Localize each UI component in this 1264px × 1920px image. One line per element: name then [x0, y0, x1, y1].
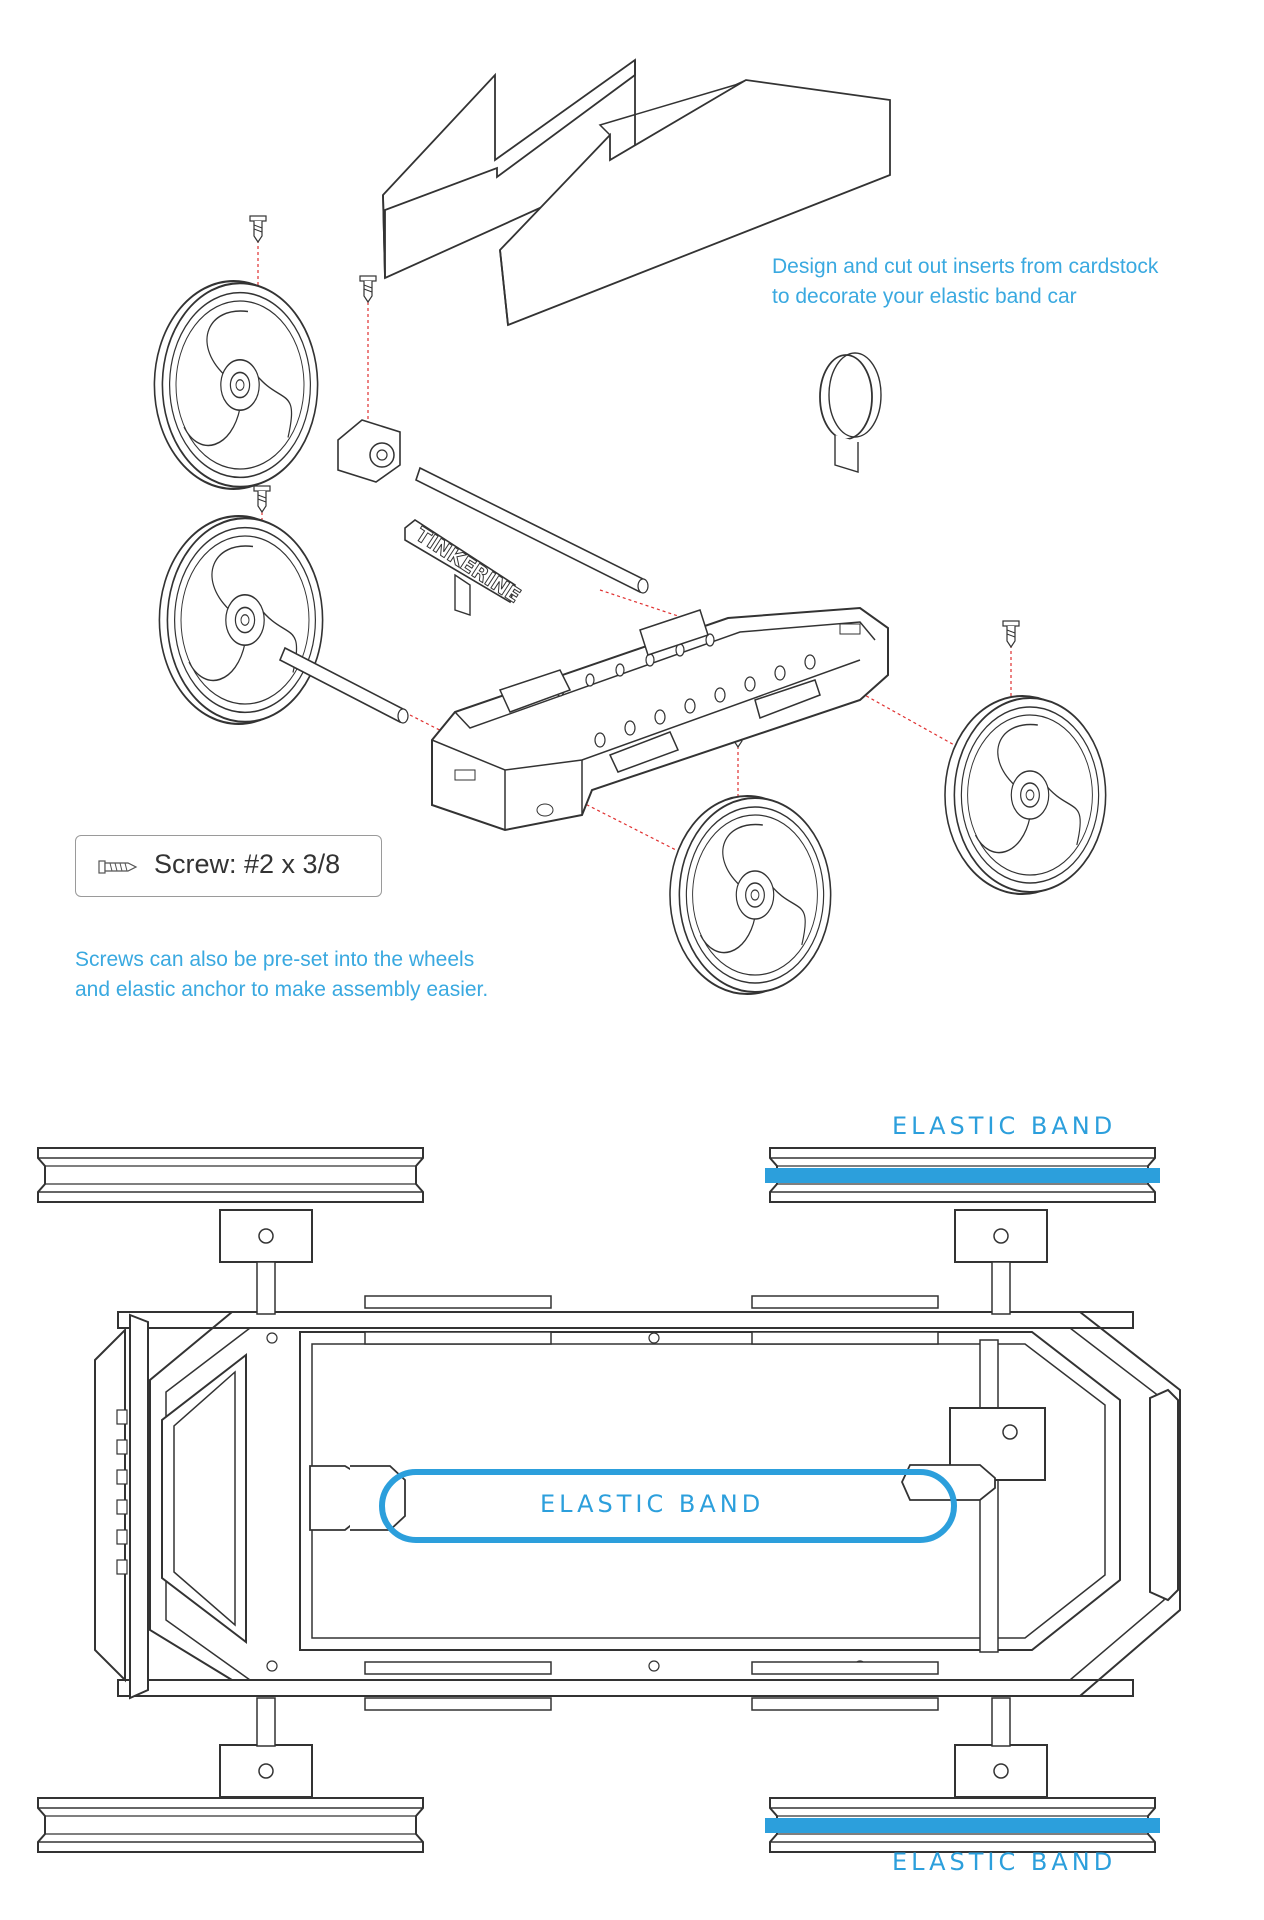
cardstock-note-line2: to decorate your elastic band car — [772, 285, 1077, 308]
screws-note: Screws can also be pre-set into the whee… — [75, 945, 488, 1005]
rear-axle — [415, 466, 649, 594]
tire-rear-bottom — [37, 1797, 424, 1853]
screw-icon — [249, 215, 267, 243]
tire-rear-top — [37, 1147, 424, 1203]
elastic-anchor-piece — [819, 352, 882, 473]
cardstock-insert-front — [499, 79, 891, 327]
tinkerine-logo-piece: TINKERINE — [404, 519, 526, 616]
elastic-band-loop — [379, 1469, 957, 1543]
cardstock-insert-back — [382, 58, 636, 280]
hub-rear-bottom — [219, 1744, 313, 1798]
screw-icon — [1002, 620, 1020, 648]
screw-spec-box: Screw: #2 x 3/8 — [75, 835, 382, 897]
screw-icon — [359, 275, 377, 303]
screws-note-line2: and elastic anchor to make assembly easi… — [75, 978, 489, 1001]
hub-rear-top — [219, 1209, 313, 1263]
elastic-band-label-bottom: ELASTIC BAND — [892, 1848, 1117, 1876]
chassis-body — [431, 606, 889, 832]
elastic-band-label-top: ELASTIC BAND — [892, 1112, 1117, 1140]
screws-note-line1: Screws can also be pre-set into the whee… — [75, 948, 475, 971]
chassis-top-view — [94, 1295, 1181, 1711]
cardstock-note-line1: Design and cut out inserts from cardstoc… — [772, 255, 1159, 278]
rear-wheel-upper — [153, 280, 319, 490]
front-wheel-center — [669, 795, 832, 995]
screw-spec-label: Screw: #2 x 3/8 — [154, 849, 341, 879]
screw-icon — [253, 485, 271, 513]
front-wheel-right — [944, 695, 1107, 895]
hub-front-bottom — [954, 1744, 1048, 1798]
elastic-band-front-bottom — [765, 1818, 1160, 1833]
elastic-band-label-center: ELASTIC BAND — [540, 1490, 765, 1518]
screw-icon — [98, 860, 138, 874]
rear-wheel-lower — [158, 515, 324, 725]
assembly-guides — [257, 240, 1036, 881]
axle-collar — [337, 419, 401, 483]
elastic-band-front-top — [765, 1168, 1160, 1183]
hub-front-top — [954, 1209, 1048, 1263]
front-axle — [278, 646, 409, 724]
cardstock-note: Design and cut out inserts from cardstoc… — [772, 252, 1158, 312]
